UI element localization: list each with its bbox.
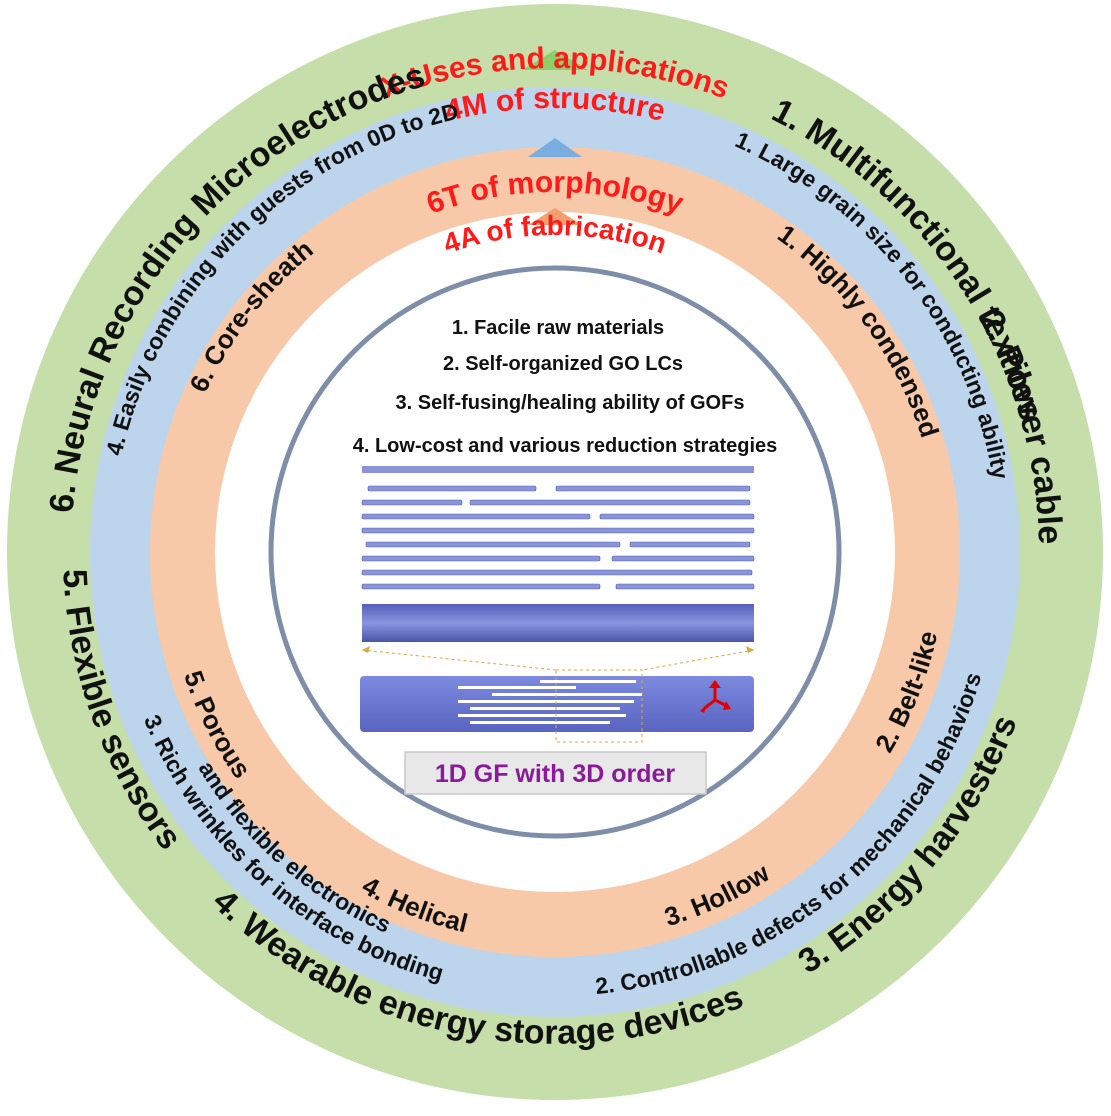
graphene-sheet: [361, 513, 591, 520]
fiber-illustration: [360, 669, 754, 743]
graphene-sheet: [361, 583, 601, 590]
arrow-up-orange: [528, 208, 582, 225]
fabrication-item-1: 1. Facile raw materials: [452, 317, 664, 339]
graphene-sheet: [361, 499, 463, 506]
graphene-sheet: [367, 485, 537, 492]
graphene-sheet: [555, 485, 751, 492]
graphene-sheet: [629, 541, 751, 548]
graphene-sheet: [361, 527, 755, 534]
arrow-up-green: [522, 50, 588, 70]
fabrication-item-3: 3. Self-fusing/healing ability of GOFs: [396, 392, 745, 414]
graphene-sheet: [611, 555, 755, 562]
fabrication-item-2: 2. Self-organized GO LCs: [443, 353, 683, 375]
zoom-box: [555, 669, 643, 743]
graphene-sheet: [469, 499, 751, 506]
graphene-sheet: [599, 513, 755, 520]
fabrication-item-4: 4. Low-cost and various reduction strate…: [353, 435, 778, 457]
graphene-sheet: [615, 583, 755, 590]
graphene-sheet: [365, 541, 621, 548]
zoom-guide-left: [361, 649, 557, 671]
graphene-sheet: [361, 555, 601, 562]
graphene-sheet: [361, 569, 753, 576]
graphene-layers-illustration: [361, 466, 755, 642]
arrow-up-blue: [528, 138, 582, 157]
zoom-guide-right: [641, 649, 755, 671]
center-border: [268, 265, 842, 839]
xyz-axes-icon: [700, 680, 731, 713]
center-label-box: [404, 751, 707, 795]
center-label: 1D GF with 3D order: [435, 760, 676, 788]
